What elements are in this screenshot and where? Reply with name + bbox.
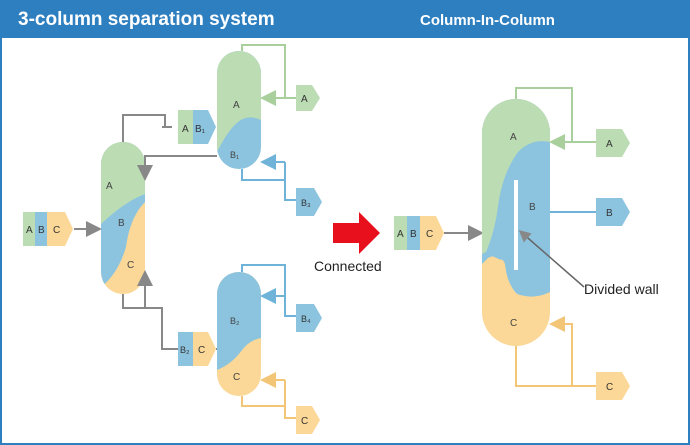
output-a-cic: A [596,129,630,157]
cic-label-a: A [510,132,517,143]
feed-right-label-b: B [410,229,417,240]
main-column: A B C [101,142,145,294]
output-b-cic-label: B [606,208,613,219]
stream-b2c: B₂ C [178,332,216,366]
title-column-in-column: Column-In-Column [420,12,555,29]
header-bar: 3-column separation system Column-In-Col… [2,2,688,38]
connected-arrow: Connected [314,212,382,274]
top-label-b1: B₁ [230,150,239,160]
pipe-recycle-bottom [137,270,162,309]
connected-label: Connected [314,258,382,274]
pipe-cic-c [515,346,596,387]
bottom-label-b2: B₂ [230,316,240,326]
pipe-cic-a [515,87,573,142]
feed-abc-left: A B C [23,212,102,246]
bottom-column: B₂ C [217,272,261,396]
output-b-top: B₃ [296,188,322,216]
b2c-label-c: C [198,345,205,356]
pipe-main-bottom [122,294,178,350]
pipe-top-b [241,169,296,201]
cic-label-c: C [510,318,517,329]
feed-right-label-c: C [426,229,433,240]
stream-ab1: A B₁ [178,110,216,144]
feed-label-c: C [53,225,60,236]
pipe-top-a [241,44,286,98]
output-c-bottom-label: C [301,416,308,427]
output-a-top: A [296,85,320,111]
top-label-a: A [233,100,240,111]
output-b-bottom: B₄ [296,304,322,332]
cic-column: A B C [482,99,550,346]
divided-wall-pointer [518,230,585,288]
main-label-a: A [106,181,113,192]
bottom-label-c: C [233,372,240,383]
output-c-bottom: C [296,406,320,434]
pipe-bottom-b [241,264,296,317]
feed-label-b: B [38,225,45,236]
ab1-label-b1: B₁ [195,124,206,135]
feed-abc-right: A B C [394,216,484,250]
divided-wall-label: Divided wall [584,281,659,297]
title-three-column: 3-column separation system [18,9,275,30]
b2c-label-b2: B₂ [180,345,190,355]
output-b4-label: B₄ [301,314,311,324]
output-a-top-label: A [301,94,308,105]
output-c-cic-label: C [606,382,613,393]
cic-label-b: B [529,202,536,213]
top-column: A B₁ [217,51,261,169]
pipe-main-top [122,114,166,142]
feed-label-a: A [26,225,33,236]
ab1-label-a: A [182,124,189,135]
main-label-c: C [127,260,134,271]
output-b3-label: B₃ [301,198,311,208]
red-arrow-icon [333,212,380,254]
output-c-cic: C [596,372,630,400]
feed-right-label-a: A [397,229,404,240]
pipe-recycle-top [137,155,178,181]
pipe-bottom-c [241,396,296,419]
output-b-cic: B [596,198,630,226]
main-label-b: B [118,218,125,229]
output-a-cic-label: A [606,139,613,150]
